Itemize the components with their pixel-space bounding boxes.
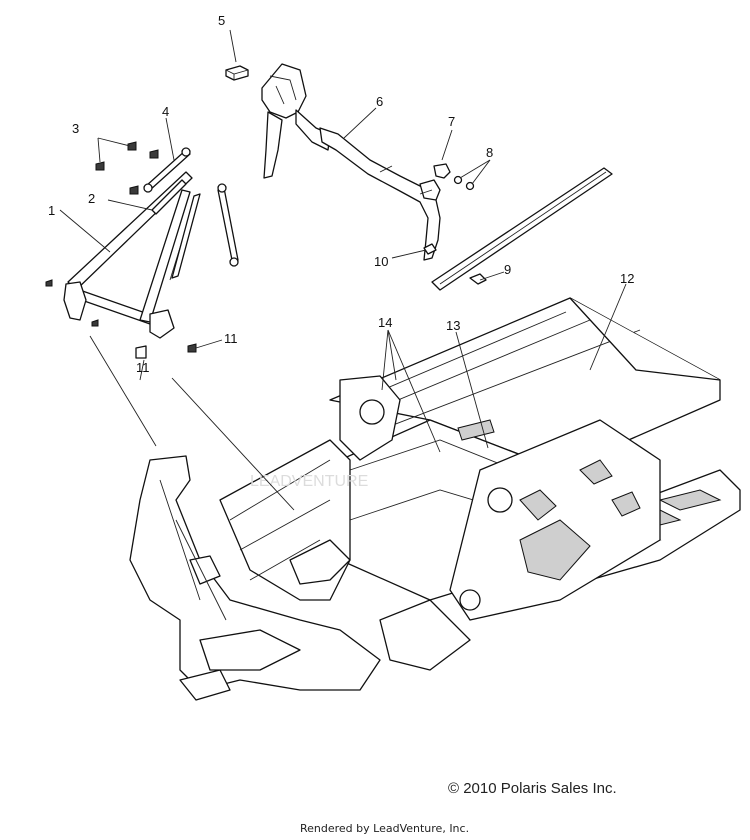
callout-7: 7	[448, 114, 455, 129]
rendered-by-text: Rendered by LeadVenture, Inc.	[300, 822, 470, 835]
callout-1: 1	[48, 203, 55, 218]
part-11-bolts	[45, 279, 197, 359]
callout-2: 2	[88, 191, 95, 206]
callout-6: 6	[376, 94, 383, 109]
callout-8: 8	[486, 145, 493, 160]
part-6-steering-post	[261, 63, 441, 261]
part-3-bolts	[95, 141, 159, 195]
callout-11b: 11	[136, 360, 150, 375]
front-axle	[199, 599, 471, 671]
callout-11a: 11	[224, 331, 238, 346]
part-9-fastener	[469, 273, 487, 285]
leader-lines	[59, 29, 627, 511]
callout-9: 9	[504, 262, 511, 277]
callout-3: 3	[72, 121, 79, 136]
callout-13: 13	[446, 318, 460, 333]
watermark: LEADVENTURE	[250, 473, 368, 490]
callout-4: 4	[162, 104, 169, 119]
side-plate	[449, 419, 661, 621]
part-7-clip	[433, 163, 451, 179]
callouts: 5 6 7 8 4 3 2 1 10 9 12 14 13 11 11	[48, 13, 634, 375]
part-5-block	[225, 65, 249, 81]
part-4-link-rod	[143, 147, 191, 193]
callout-14: 14	[378, 315, 392, 330]
front-bulkhead	[129, 375, 401, 701]
part-2-rod	[151, 179, 187, 215]
part-1-frame-tubes	[63, 171, 201, 339]
copyright-text: © 2010 Polaris Sales Inc.	[448, 780, 617, 797]
callout-10: 10	[374, 254, 388, 269]
slide-rail-strip	[431, 167, 613, 291]
part-link-rod-right	[217, 183, 239, 267]
callout-12: 12	[620, 271, 634, 286]
part-10-clip	[423, 243, 437, 255]
callout-5: 5	[218, 13, 225, 28]
part-8-nuts	[453, 175, 475, 191]
